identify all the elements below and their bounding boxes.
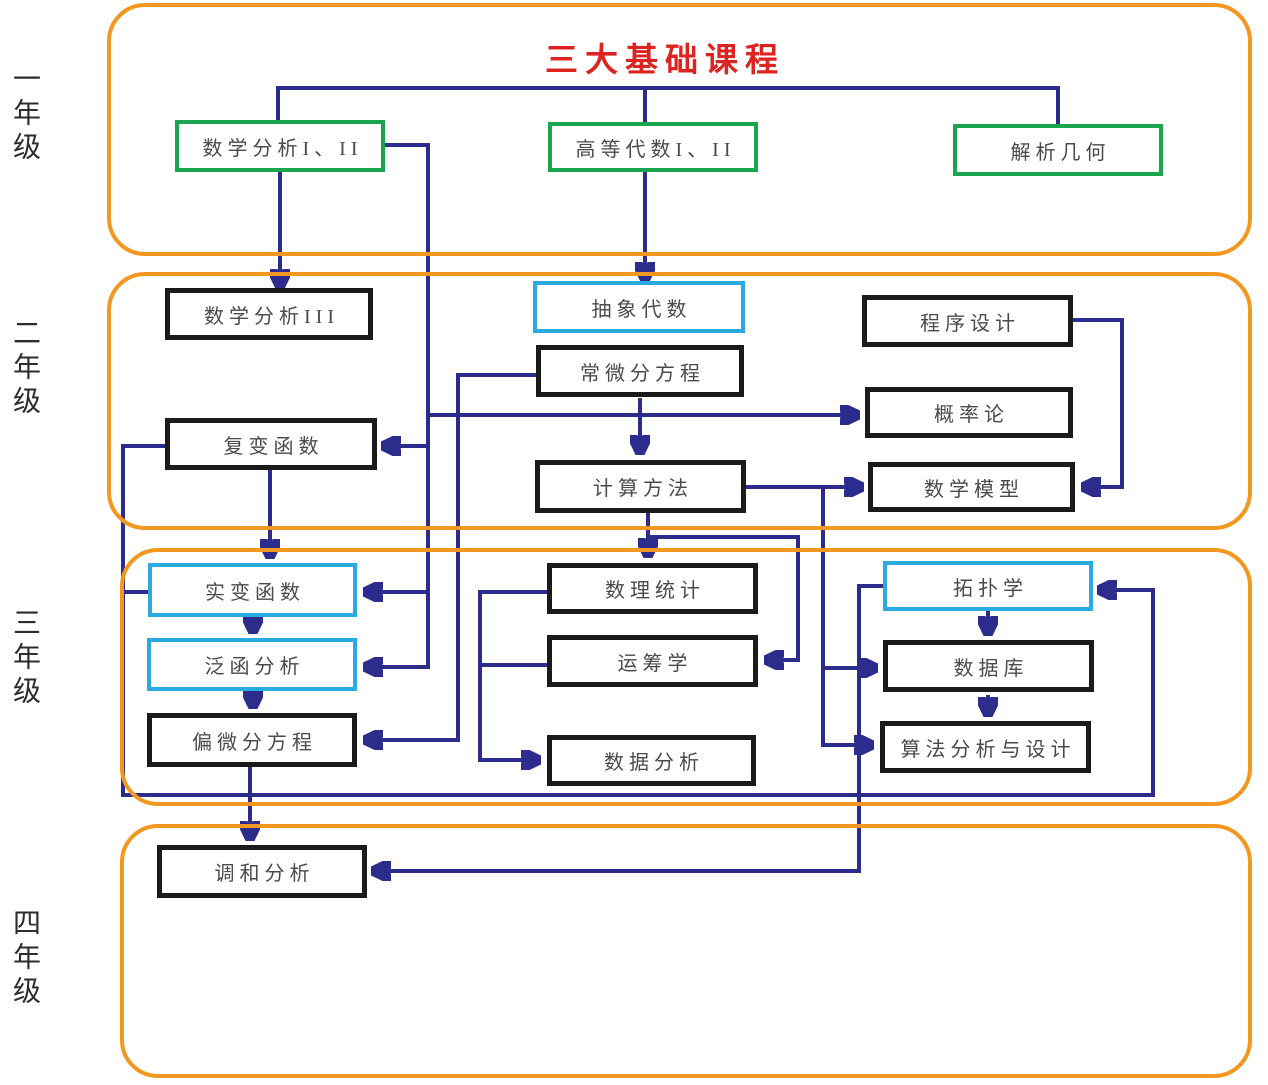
course-database: 数据库 <box>883 640 1094 692</box>
year3-label: 三年级 <box>9 608 40 710</box>
course-math-analysis-3: 数学分析III <box>165 288 373 340</box>
year4-label: 四年级 <box>9 908 40 1010</box>
course-advanced-algebra-1-2: 高等代数I、II <box>548 122 758 172</box>
year3-band <box>120 548 1252 806</box>
year2-label: 二年级 <box>9 318 40 420</box>
course-harmonic-analysis: 调和分析 <box>157 845 367 898</box>
course-computational-methods: 计算方法 <box>535 460 746 513</box>
edge-comp-methods-to-operations-research <box>648 535 800 660</box>
edge-topology-to-harmonic-analysis <box>374 584 883 871</box>
edge-complex-analysis-to-topology <box>121 444 1155 797</box>
course-programming: 程序设计 <box>862 295 1073 347</box>
course-complex-analysis: 复变函数 <box>165 418 377 470</box>
course-topology: 拓扑学 <box>883 561 1093 611</box>
course-functional-analysis: 泛函分析 <box>147 638 357 691</box>
edge-statistics-to-data-analysis <box>478 590 547 760</box>
course-abstract-algebra: 抽象代数 <box>533 281 745 333</box>
edge-ma12-to-functional-analysis <box>366 143 430 667</box>
course-algorithm-design: 算法分析与设计 <box>880 721 1091 773</box>
course-probability: 概率论 <box>865 387 1073 438</box>
course-pde: 偏微分方程 <box>147 713 357 767</box>
course-analytic-geometry: 解析几何 <box>953 124 1163 176</box>
course-real-analysis: 实变函数 <box>148 563 357 617</box>
course-data-analysis: 数据分析 <box>547 735 756 786</box>
year2-band <box>107 272 1252 530</box>
edge-comp-methods-to-algorithm-design <box>821 487 871 745</box>
course-ode: 常微分方程 <box>536 345 744 397</box>
year1-label: 一年级 <box>9 64 40 166</box>
page-title: 三大基础课程 <box>545 43 785 79</box>
edge-ode-to-pde <box>366 373 536 740</box>
course-math-analysis-1-2: 数学分析I、II <box>175 120 385 172</box>
course-math-modeling: 数学模型 <box>868 462 1075 512</box>
course-math-statistics: 数理统计 <box>547 563 758 614</box>
course-operations-research: 运筹学 <box>547 635 758 687</box>
year4-band <box>120 824 1252 1078</box>
edge-title-tree <box>276 86 1060 124</box>
edge-programming-to-math-modeling <box>1073 318 1124 487</box>
year1-band <box>107 3 1252 256</box>
